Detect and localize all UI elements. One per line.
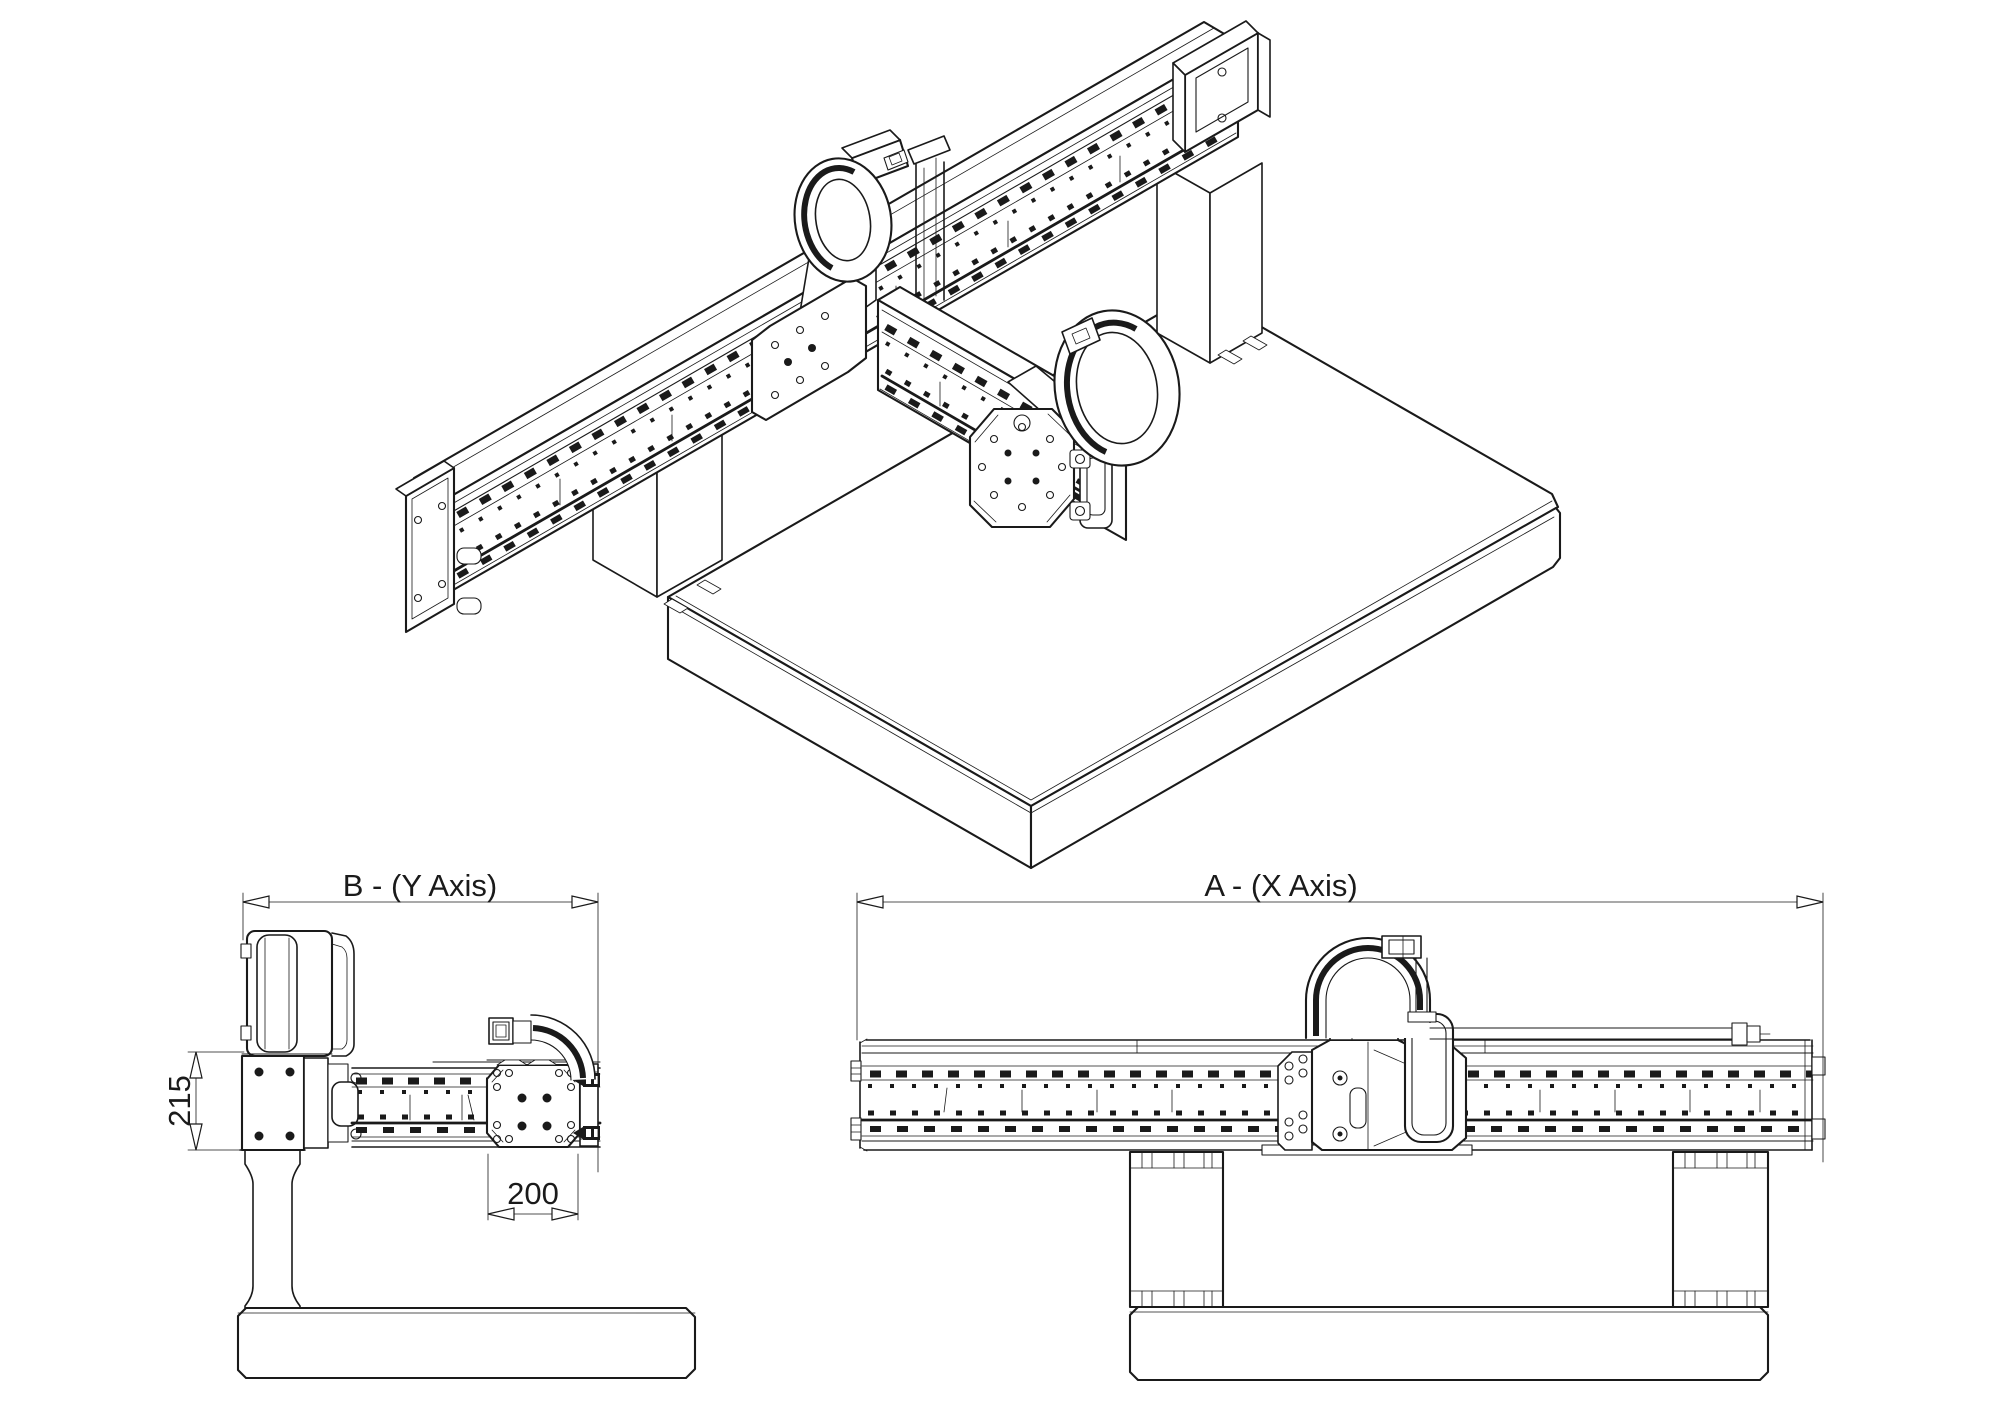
pedestal-right [1156,162,1268,365]
y-axis-view: B - (Y Axis) 215 200 [162,868,697,1380]
y-view-mount-plate [240,1054,362,1152]
y-view-title: B - (Y Axis) [343,868,497,903]
x-view-base [1128,1305,1770,1382]
height-dimension-value: 215 [162,1075,197,1127]
x-view-cable-chain [1304,935,1771,1046]
x-view-carriage [1261,1012,1473,1156]
x-axis-motor [1172,20,1271,154]
cable-chain-loop-1 [793,157,893,283]
x-view-title: A - (X Axis) [1204,868,1357,903]
x-rail-end-cap [395,460,482,634]
dim-215: 215 [162,1051,245,1151]
x-axis-view: A - (X Axis) [850,868,1826,1382]
y-view-motor [240,929,355,1058]
x-view-pedestal-2 [1671,1150,1770,1309]
dim-200: 200 [487,1153,579,1221]
dim-b: B - (Y Axis) [242,868,599,1173]
cable-chain-loop-2 [1053,309,1181,467]
y-view-pedestal [239,1149,306,1309]
x-view-pedestal-1 [1128,1150,1225,1309]
y-view-cable-chain [488,1014,596,1081]
dim-a: A - (X Axis) [856,868,1824,1163]
y-view-base [236,1306,697,1380]
isometric-view [395,20,1562,870]
y-view-carriage [485,1059,600,1149]
carriage-width-dimension-value: 200 [507,1176,559,1211]
base-plate [666,289,1562,870]
